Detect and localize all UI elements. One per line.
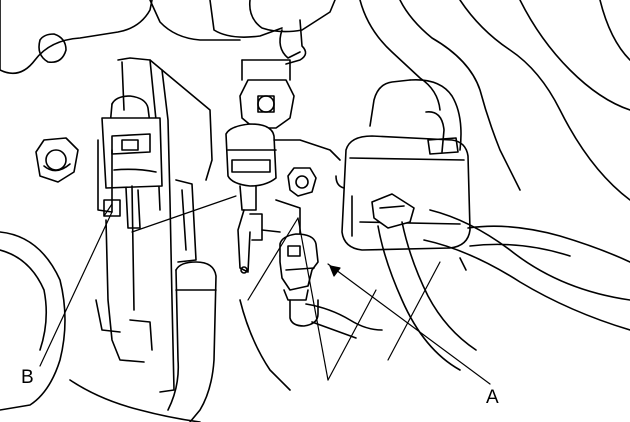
leader-lines: [39, 195, 491, 385]
connector-b: [97, 95, 163, 311]
hose-lower-right: [371, 193, 630, 371]
left-nut: [35, 137, 79, 183]
callout-label-a: A: [486, 387, 499, 408]
hose-upper-right: [369, 79, 462, 155]
hose-lower-left: [167, 261, 217, 422]
sensor-connector: [225, 123, 341, 274]
upper-fitting: [239, 59, 295, 129]
callout-label-b: B: [21, 367, 34, 388]
canister: [335, 135, 471, 251]
